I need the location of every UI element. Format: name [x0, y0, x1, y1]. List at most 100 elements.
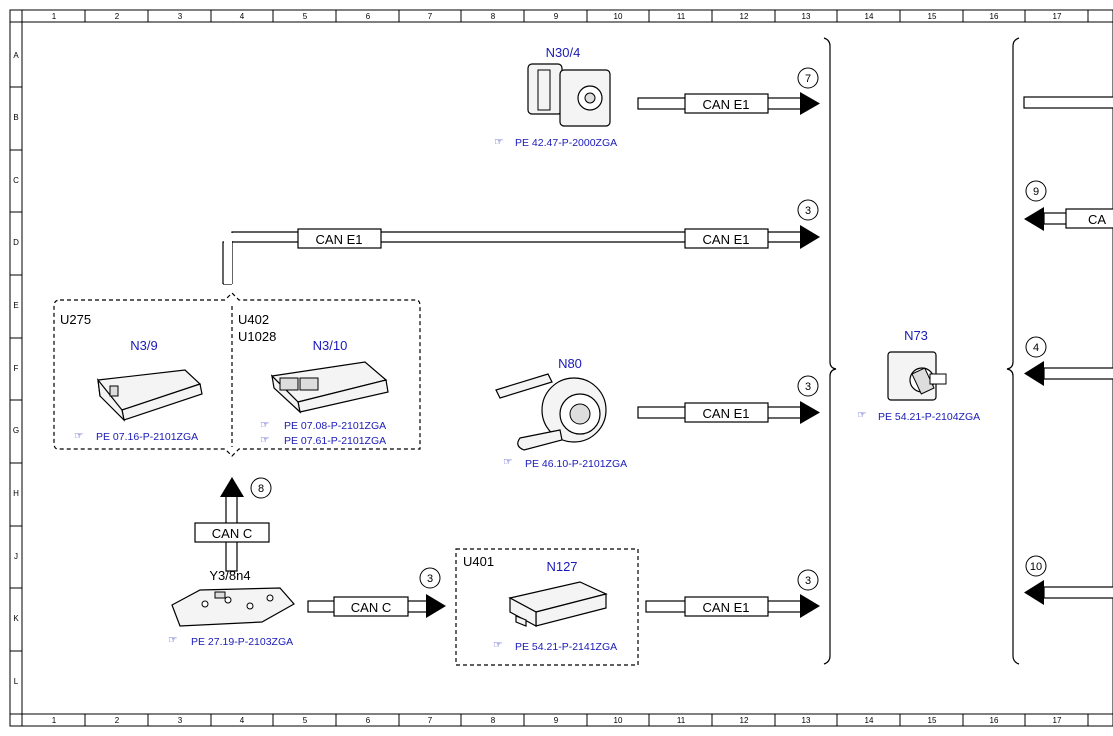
wire	[222, 241, 802, 284]
col-label: 13	[802, 12, 811, 21]
can-e1-label: CAN E1	[703, 232, 750, 247]
can-label-box	[684, 402, 769, 423]
col-label: 17	[1053, 716, 1062, 725]
connector-number: 3	[427, 573, 433, 585]
n3-10-ref-1[interactable]: PE 07.08-P-2101ZGA	[284, 420, 386, 432]
n127-ref[interactable]: PE 54.21-P-2141ZGA	[515, 641, 617, 653]
n3-9-module-icon	[97, 369, 203, 422]
col-label: 4	[240, 12, 245, 21]
col-label: 6	[366, 12, 371, 21]
col-label: 15	[928, 12, 937, 21]
col-label: 10	[614, 12, 623, 21]
col-label: 9	[554, 716, 559, 725]
can-c-label: CAN C	[351, 600, 391, 615]
connector-number: 3	[805, 205, 811, 217]
row-label: D	[13, 238, 19, 247]
connector-badge	[1025, 555, 1047, 577]
arrow-right-icon	[800, 594, 820, 618]
n3-10-module-icon	[270, 361, 389, 414]
hand-pointer-icon: ☞	[493, 639, 502, 651]
can-e1-label: CAN E1	[703, 406, 750, 421]
n73-ref[interactable]: PE 54.21-P-2104ZGA	[878, 411, 980, 423]
col-label: 1	[52, 716, 57, 725]
connector-badge	[797, 199, 819, 221]
n73-label: N73	[904, 328, 928, 343]
col-label: 16	[990, 12, 999, 21]
row-label: H	[13, 489, 19, 498]
col-label: 3	[178, 716, 183, 725]
col-label: 14	[865, 716, 874, 725]
can-label-box	[1065, 208, 1113, 229]
n127-module-icon	[508, 581, 608, 628]
col-label: 14	[865, 12, 874, 21]
can-label-partial: CA	[1088, 212, 1106, 227]
row-label: B	[13, 113, 18, 122]
col-label: 6	[366, 716, 371, 725]
col-label: 17	[1053, 12, 1062, 21]
connector-number: 8	[258, 483, 264, 495]
row-label: F	[14, 364, 19, 373]
group-label-u275: U275	[60, 312, 91, 327]
can-label-box	[297, 228, 382, 249]
connector-badge	[797, 67, 819, 89]
col-label: 3	[178, 12, 183, 21]
connector-number: 3	[805, 575, 811, 587]
can-e1-label: CAN E1	[316, 232, 363, 247]
col-label: 11	[677, 716, 686, 725]
arrow-up-icon	[220, 477, 244, 497]
row-label: G	[13, 426, 19, 435]
arrow-left-icon	[1024, 207, 1044, 231]
col-label: 5	[303, 716, 308, 725]
group-label-u1028: U1028	[238, 329, 276, 344]
col-label: 12	[740, 716, 749, 725]
hand-pointer-icon: ☞	[503, 456, 512, 468]
arrow-right-icon	[800, 401, 820, 424]
col-label: 7	[428, 716, 433, 725]
n30-4-ref[interactable]: PE 42.47-P-2000ZGA	[515, 137, 617, 149]
hand-pointer-icon: ☞	[74, 430, 83, 442]
col-label: 4	[240, 716, 245, 725]
can-label-box	[684, 228, 769, 249]
col-label: 5	[303, 12, 308, 21]
can-e1-label: CAN E1	[703, 600, 750, 615]
col-label: 13	[802, 716, 811, 725]
col-label: 8	[491, 12, 496, 21]
n30-4-label: N30/4	[546, 45, 581, 60]
col-label: 12	[740, 12, 749, 21]
n80-steering-module-icon	[495, 373, 607, 451]
y3-8n4-label: Y3/8n4	[209, 568, 250, 583]
row-label: L	[14, 677, 19, 686]
arrow-right-icon	[800, 225, 820, 249]
connector-badge	[1025, 336, 1047, 358]
n73-ignition-switch-icon	[887, 351, 947, 401]
n80-label: N80	[558, 356, 582, 371]
connector-number: 9	[1033, 186, 1039, 198]
col-label: 2	[115, 12, 120, 21]
group-label-u401: U401	[463, 554, 494, 569]
n3-9-label: N3/9	[130, 338, 157, 353]
n3-9-ref[interactable]: PE 07.16-P-2101ZGA	[96, 431, 198, 443]
connector-badge	[797, 569, 819, 591]
row-label: A	[13, 51, 19, 60]
n80-ref[interactable]: PE 46.10-P-2101ZGA	[525, 458, 627, 470]
can-label-box	[684, 596, 769, 617]
n30-4-module-icon	[527, 63, 611, 127]
n3-10-ref-2[interactable]: PE 07.61-P-2101ZGA	[284, 435, 386, 447]
col-label: 11	[677, 12, 686, 21]
col-label: 15	[928, 716, 937, 725]
hand-pointer-icon: ☞	[260, 434, 269, 446]
n3-10-label: N3/10	[313, 338, 348, 353]
can-e1-label: CAN E1	[703, 97, 750, 112]
hand-pointer-icon: ☞	[260, 419, 269, 431]
wire	[1043, 586, 1113, 599]
col-label: 16	[990, 716, 999, 725]
row-label: E	[13, 301, 18, 310]
row-label: J	[14, 552, 18, 561]
connector-badge	[419, 567, 441, 589]
wire	[1043, 367, 1113, 380]
y3-8n4-ref[interactable]: PE 27.19-P-2103ZGA	[191, 636, 293, 648]
connector-badge	[797, 375, 819, 397]
row-label: C	[13, 176, 19, 185]
grid-frame: 1 2 3 4 5 6 7 8 9 10 11 12 13 14 15 16 1…	[9, 9, 1113, 727]
